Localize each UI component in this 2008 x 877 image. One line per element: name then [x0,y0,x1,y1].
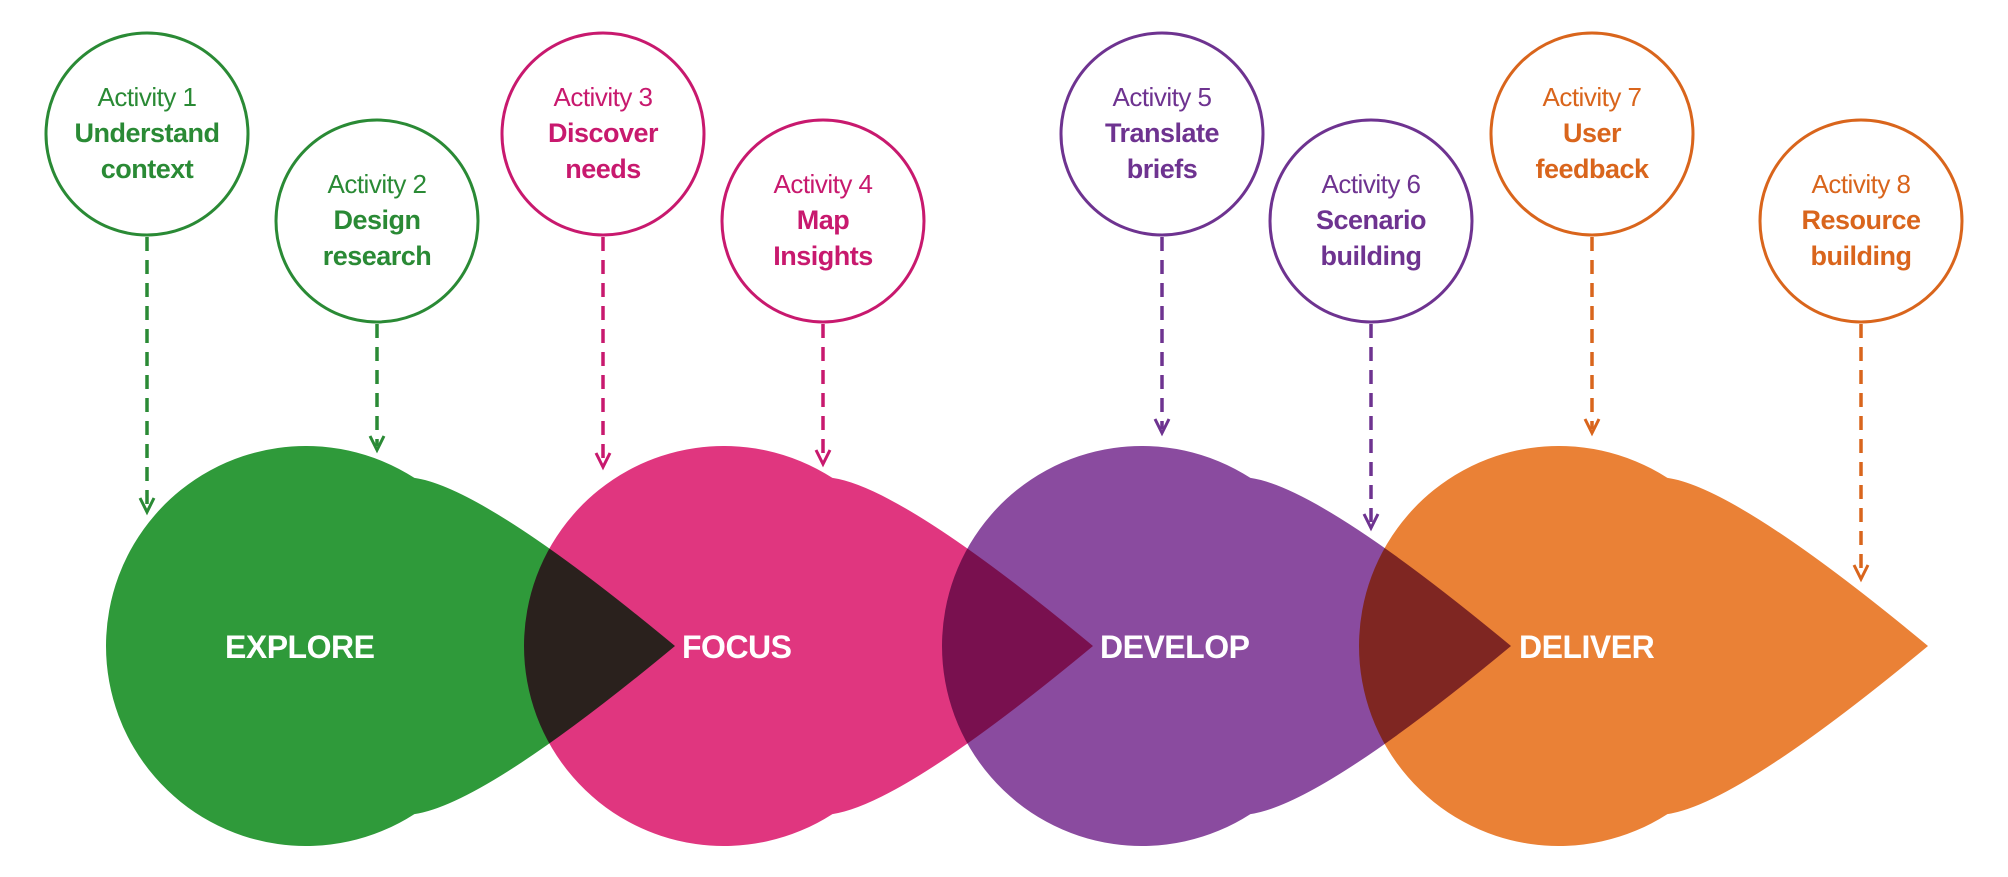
phase-drop-explore [106,446,675,846]
activity-title-line: Design [333,205,420,235]
phase-label: FOCUS [682,629,792,665]
activity-title-line: Resource [1801,205,1921,235]
activity-title-line: building [1321,241,1422,271]
phase-labels: EXPLORE FOCUS DEVELOP DELIVER [225,629,1655,665]
arrow-down-icon [594,452,612,471]
activity-bubble-8: Activity 8 Resource building [1758,118,1964,583]
activity-number: Activity 3 [553,82,652,112]
activity-number: Activity 8 [1811,169,1910,199]
activity-title-line: research [323,241,432,271]
phase-label: EXPLORE [225,629,375,665]
activity-circle [720,118,926,324]
activity-title-line: Translate [1105,118,1220,148]
activity-title-line: Understand [74,118,219,148]
activity-circle [1489,31,1695,237]
activity-title-line: Scenario [1316,205,1426,235]
arrow-down-icon [1852,564,1870,583]
activity-bubble-6: Activity 6 Scenario building [1268,118,1474,532]
phase-drop-deliver [1359,446,1928,846]
activity-title-line: needs [565,154,641,184]
activity-circle [1059,31,1265,237]
activity-bubble-3: Activity 3 Discover needs [500,31,706,471]
activity-title-line: Map [797,205,850,235]
arrow-down-icon [368,435,386,454]
arrow-down-icon [814,449,832,468]
arrow-down-icon [1362,513,1380,532]
activity-number: Activity 6 [1321,169,1420,199]
activity-number: Activity 4 [773,169,872,199]
activity-title-line: Insights [773,241,873,271]
arrow-down-icon [1153,418,1171,437]
phase-label: DEVELOP [1100,629,1250,665]
phase-label: DELIVER [1519,629,1655,665]
activity-circle [44,31,250,237]
activity-circle [274,118,480,324]
activity-number: Activity 5 [1112,82,1211,112]
arrow-down-icon [1583,418,1601,437]
activity-title-line: Discover [548,118,659,148]
phase-drop-develop [942,446,1511,846]
activity-bubble-5: Activity 5 Translate briefs [1059,31,1265,437]
phase-drop-focus [524,446,1093,846]
activity-title-line: feedback [1535,154,1650,184]
activity-title-line: building [1811,241,1912,271]
activity-circle [1268,118,1474,324]
activity-title-line: briefs [1127,154,1198,184]
activity-bubble-2: Activity 2 Design research [274,118,480,454]
activity-number: Activity 7 [1542,82,1641,112]
arrow-down-icon [138,497,156,516]
activity-circle [500,31,706,237]
activity-number: Activity 1 [97,82,196,112]
activity-title-line: context [101,154,194,184]
phase-drops [106,446,1928,846]
activity-bubble-1: Activity 1 Understand context [44,31,250,516]
activity-bubble-7: Activity 7 User feedback [1489,31,1695,437]
activity-number: Activity 2 [327,169,426,199]
activity-circle [1758,118,1964,324]
activity-title-line: User [1563,118,1622,148]
